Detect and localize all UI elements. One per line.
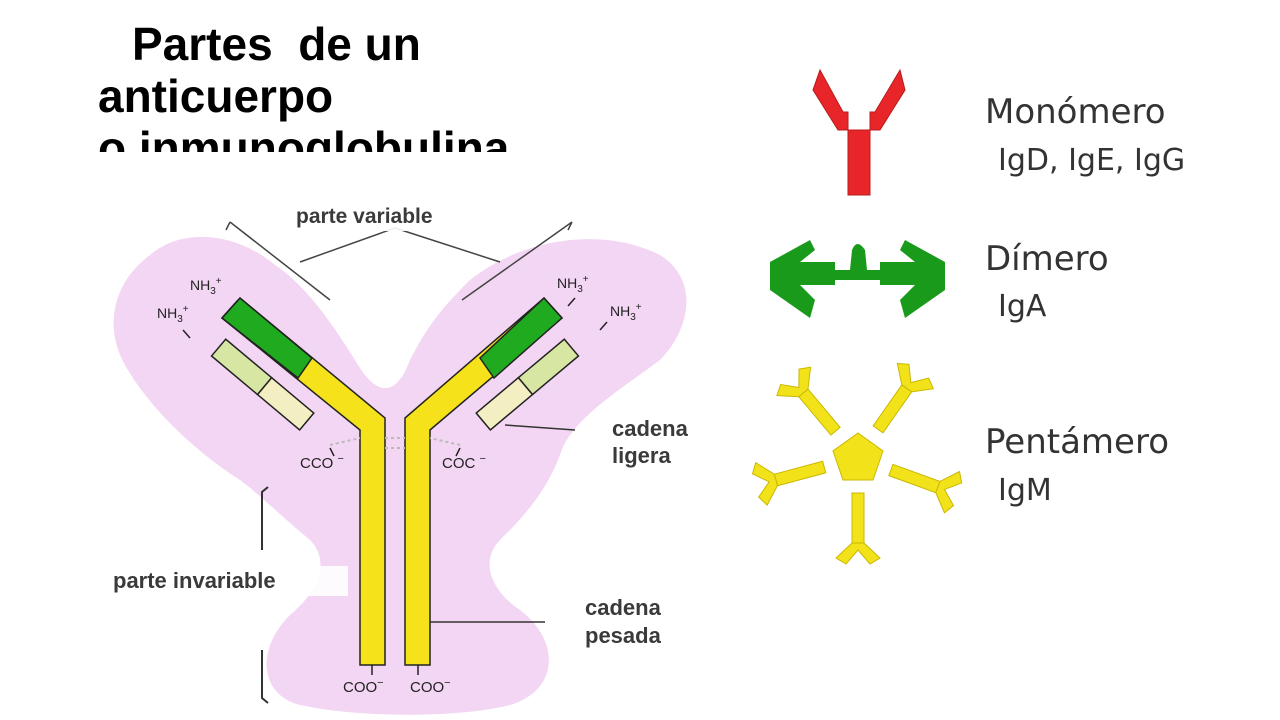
- light-chain-pointer: [504, 424, 576, 431]
- variable-part-pointers: [225, 221, 573, 301]
- cco-left-label: CCO −: [300, 453, 344, 472]
- slide-title: Partes de un anticuerpo o inmunoglobulin…: [98, 18, 658, 152]
- right-heavy-variable: [479, 296, 564, 380]
- invariable-bracket: [261, 486, 269, 704]
- dimer-classes: IgA: [998, 289, 1047, 324]
- carboxyl-labels: CCO − COC − COO− COO−: [300, 453, 486, 696]
- cadena-ligera-label-2: ligera: [612, 443, 671, 468]
- cadena-pesada-label-2: pesada: [585, 623, 662, 648]
- pentamer-name: Pentámero: [985, 422, 1169, 462]
- nh3-label-4: NH3+: [610, 302, 642, 323]
- title-line-3: o inmunoglobulina: [98, 122, 510, 152]
- monomer-icon: [812, 68, 906, 196]
- coo-left-label: COO−: [343, 677, 384, 696]
- nh3-labels: NH3+ NH3+ NH3+ NH3+: [157, 274, 642, 325]
- cadena-pesada-label-1: cadena: [585, 595, 662, 620]
- left-light-chain: [210, 338, 315, 431]
- terminal-ticks: [182, 297, 608, 675]
- pentamer-icon: [751, 362, 963, 565]
- parte-variable-label: parte variable: [296, 205, 433, 228]
- disulfide-bonds: [329, 437, 461, 449]
- nh3-label-2: NH3+: [157, 304, 189, 325]
- monomer-classes: IgD, IgE, IgG: [998, 143, 1185, 178]
- dimer-name: Dímero: [985, 239, 1109, 279]
- coo-right-label: COO−: [410, 677, 451, 696]
- pentamer-classes: IgM: [998, 473, 1052, 508]
- dimer-icon: [770, 240, 945, 318]
- coc-right-label: COC −: [442, 453, 486, 472]
- nh3-label-1: NH3+: [190, 276, 222, 297]
- right-light-chain: [475, 338, 580, 431]
- nh3-label-3: NH3+: [557, 274, 589, 295]
- parte-invariable-label: parte invariable: [113, 568, 276, 593]
- title-line-2: anticuerpo: [98, 70, 334, 122]
- title-line-1: Partes de un: [132, 18, 421, 70]
- monomer-name: Monómero: [985, 92, 1166, 132]
- cadena-ligera-label-1: cadena: [612, 416, 689, 441]
